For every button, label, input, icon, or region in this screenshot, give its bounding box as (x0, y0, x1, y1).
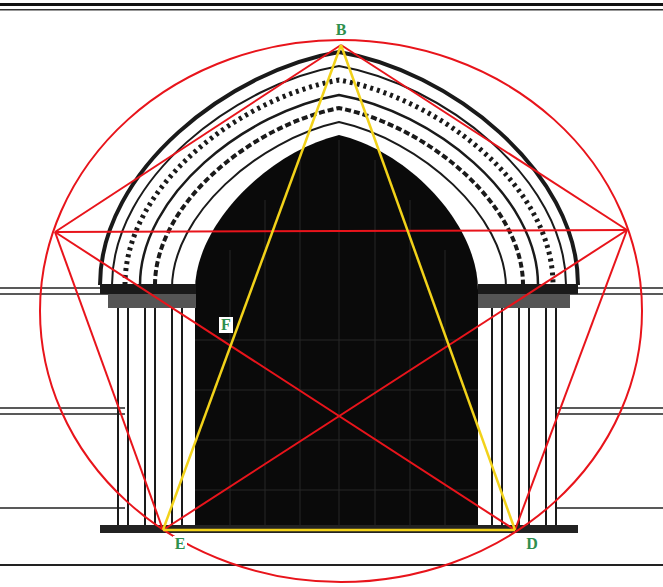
golden-triangle (163, 45, 515, 530)
point-label: D (524, 536, 540, 552)
cornice-line (0, 9, 663, 11)
doorway (195, 135, 478, 530)
plinth (100, 525, 578, 533)
point-label: E (173, 536, 188, 552)
pentagram (55, 45, 627, 530)
cornice-line (0, 3, 663, 6)
construction-circle (40, 40, 642, 582)
point-label: F (219, 317, 233, 333)
capitals (100, 284, 578, 308)
door-grille (195, 140, 478, 530)
point-label: B (334, 22, 349, 38)
